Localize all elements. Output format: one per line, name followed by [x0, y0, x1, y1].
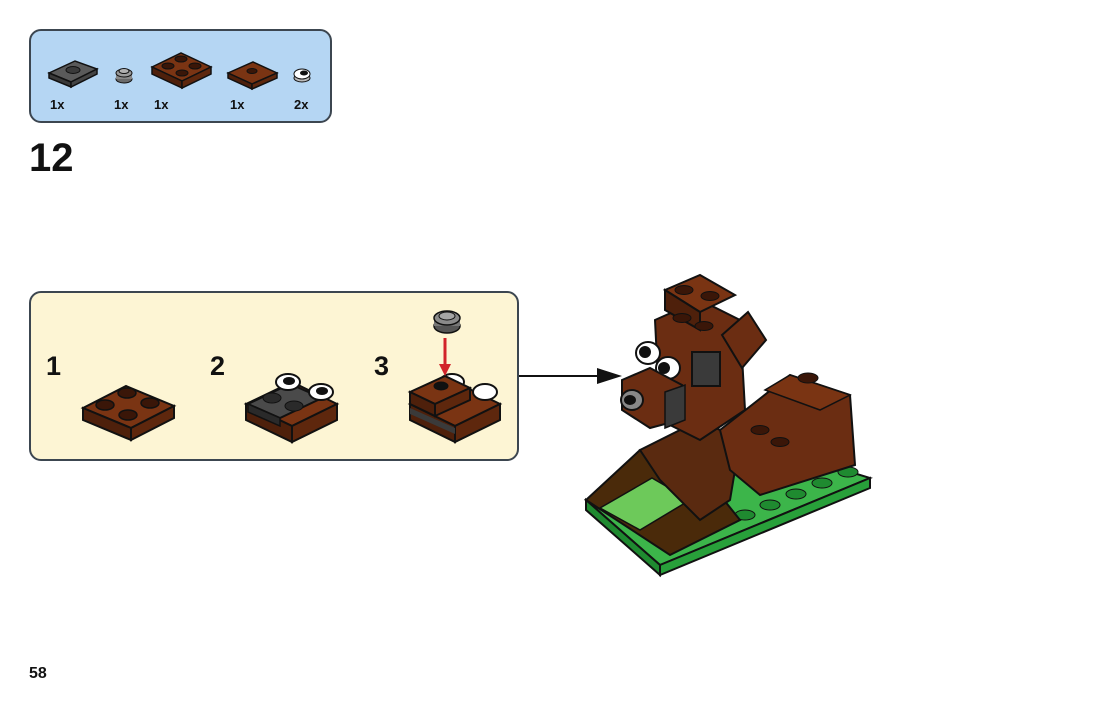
sub-step-3-illustration — [407, 310, 503, 444]
sub-step-number: 3 — [374, 351, 390, 381]
sub-step-2-illustration — [243, 373, 340, 444]
page-number: 58 — [29, 665, 47, 682]
sub-step-number: 2 — [210, 351, 226, 381]
part-quantity: 1x — [50, 97, 65, 112]
sub-step-number: 1 — [46, 351, 62, 381]
jumper-plate-part-icon — [47, 60, 99, 89]
parts-list-illustration — [47, 52, 311, 91]
parts-list-box: 1x 1x 1x 1x 2x — [29, 29, 332, 123]
eye-tile-part-icon — [293, 68, 311, 83]
round-plate-part-icon — [115, 68, 133, 84]
part-quantity: 1x — [230, 97, 245, 112]
part-quantity: 1x — [154, 97, 169, 112]
step-number: 12 — [29, 136, 74, 180]
part-quantity: 2x — [294, 97, 309, 112]
part-quantity: 1x — [114, 97, 129, 112]
sub-step-1-illustration — [80, 384, 177, 442]
brown-plate-part-icon — [150, 52, 213, 90]
main-model-illustration — [583, 273, 873, 578]
brown-jumper-part-icon — [226, 61, 279, 91]
connector-arrow — [519, 368, 622, 384]
